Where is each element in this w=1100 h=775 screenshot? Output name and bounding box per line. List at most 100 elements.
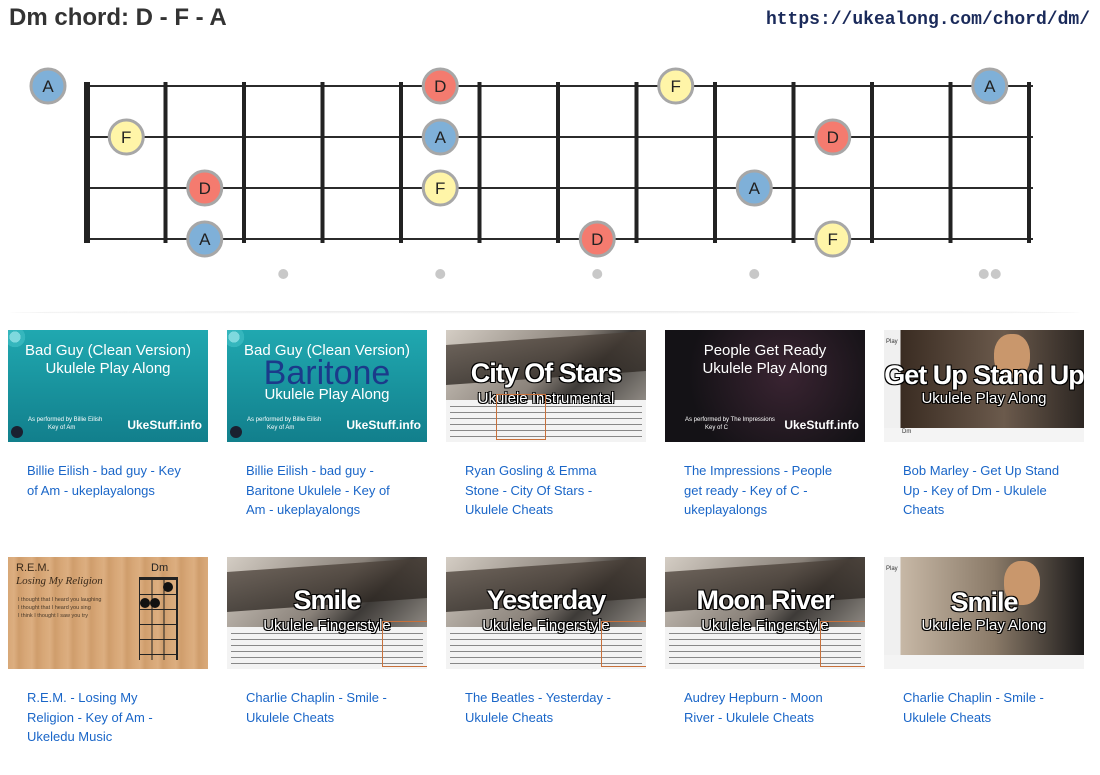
video-caption[interactable]: The Impressions - People get ready - Key… bbox=[684, 463, 833, 517]
tab-line bbox=[450, 424, 642, 425]
inlay-dot-12b bbox=[990, 269, 1001, 279]
note-D-s2-f10 bbox=[814, 118, 852, 156]
thumb-subtitle: Ukulele Play Along bbox=[921, 617, 1047, 634]
inlay-dot-3 bbox=[278, 269, 289, 279]
tab-line bbox=[450, 639, 642, 640]
tab-line bbox=[669, 663, 861, 664]
thumb-title: Bad Guy (Clean Version) bbox=[244, 342, 410, 359]
chord-diagram-icon bbox=[139, 577, 178, 660]
note-F-s3-f5 bbox=[421, 169, 459, 207]
tab-line bbox=[231, 645, 423, 646]
tab-line bbox=[450, 412, 642, 413]
inlay-dot-9 bbox=[749, 269, 760, 279]
note-A-s3-f9 bbox=[735, 169, 773, 207]
tab-line bbox=[450, 645, 642, 646]
person-head bbox=[1004, 561, 1040, 605]
note-label: F bbox=[671, 77, 681, 96]
video-caption[interactable]: R.E.M. - Losing My Religion - Key of Am … bbox=[27, 690, 153, 744]
thumb-band: R.E.M. bbox=[16, 562, 50, 574]
tab-staff bbox=[446, 400, 646, 442]
tab-staff bbox=[227, 627, 427, 669]
thumb-brand: UkeStuff.info bbox=[346, 418, 421, 432]
tab-line bbox=[231, 663, 423, 664]
tab-line bbox=[231, 639, 423, 640]
inlay-dot-5 bbox=[435, 269, 446, 279]
thumb-big-title: Moon River bbox=[696, 585, 834, 615]
page-title: Dm chord: D - F - A bbox=[9, 4, 227, 31]
thumb-big-title: City Of Stars bbox=[470, 358, 623, 388]
inlay-dot-12a bbox=[978, 269, 989, 279]
video-caption[interactable]: Charlie Chaplin - Smile - Ukulele Cheats bbox=[246, 690, 387, 725]
note-A-s2-f5 bbox=[421, 118, 459, 156]
note-label: D bbox=[827, 128, 839, 147]
note-A-s1-f0 bbox=[29, 67, 67, 105]
side-tab-strip bbox=[884, 557, 900, 657]
video-caption[interactable]: Billie Eilish - bad guy - Key of Am - uk… bbox=[27, 463, 181, 498]
note-label: D bbox=[591, 230, 603, 249]
thumb-subtitle: Ukulele Fingerstyle bbox=[263, 617, 391, 634]
thumb-subtitle: Ukulele Fingerstyle bbox=[701, 617, 829, 634]
thumb-big-title: Get Up Stand Up bbox=[884, 360, 1084, 390]
tab-highlight bbox=[601, 621, 646, 667]
lyric-line: I thought that I heard you laughing bbox=[18, 597, 102, 603]
video-caption[interactable]: Billie Eilish - bad guy - Baritone Ukule… bbox=[246, 463, 390, 517]
section-divider bbox=[10, 311, 1080, 314]
note-D-s1-f5 bbox=[421, 67, 459, 105]
note-D-s3-f2 bbox=[186, 169, 224, 207]
tab-staff bbox=[446, 627, 646, 669]
thumb-chord: Dm bbox=[902, 429, 912, 435]
video-caption[interactable]: Charlie Chaplin - Smile - Ukulele Cheats bbox=[903, 690, 1044, 725]
thumb-brand: UkeStuff.info bbox=[784, 418, 859, 432]
tab-line bbox=[450, 663, 642, 664]
note-label: D bbox=[434, 77, 446, 96]
thumb-credit: As performed by The Impressions bbox=[685, 417, 775, 423]
thumb-title: People Get Ready bbox=[703, 342, 827, 359]
note-label: A bbox=[749, 179, 761, 198]
thumb-credit: As performed by Billie Eilish bbox=[28, 417, 103, 423]
thumb-big-title: Yesterday bbox=[486, 585, 607, 615]
note-A-s1-f12 bbox=[971, 67, 1009, 105]
thumb-subtitle: Ukulele Fingerstyle bbox=[482, 617, 610, 634]
thumb-credit: As performed by Billie Eilish bbox=[247, 417, 322, 423]
thumb-subtitle: Ukulele Play Along bbox=[45, 360, 171, 377]
video-caption[interactable]: Bob Marley - Get Up Stand Up - Key of Dm… bbox=[903, 463, 1060, 517]
thumb-title: Bad Guy (Clean Version) bbox=[25, 342, 191, 359]
note-F-s4-f10 bbox=[814, 220, 852, 258]
video-thumbnail[interactable]: Bad Guy (Clean Version)Ukulele Play Alon… bbox=[8, 330, 208, 442]
tab-line bbox=[231, 651, 423, 652]
badge-icon bbox=[230, 426, 242, 438]
thumb-big-title: Smile bbox=[293, 585, 361, 615]
side-tab-strip bbox=[884, 330, 900, 430]
note-label: A bbox=[42, 77, 54, 96]
tab-line bbox=[450, 657, 642, 658]
thumb-big-title: Baritone bbox=[263, 354, 391, 392]
video-caption[interactable]: Ryan Gosling & Emma Stone - City Of Star… bbox=[465, 463, 597, 517]
tab-line bbox=[450, 418, 642, 419]
tab-highlight bbox=[382, 621, 427, 667]
thumb-subtitle: Ukulele Play Along bbox=[264, 386, 390, 403]
flower-icon bbox=[8, 330, 28, 350]
tab-line bbox=[669, 657, 861, 658]
tab-line bbox=[669, 645, 861, 646]
video-caption[interactable]: Audrey Hepburn - Moon River - Ukulele Ch… bbox=[684, 690, 823, 725]
tab-line bbox=[450, 430, 642, 431]
video-caption[interactable]: The Beatles - Yesterday - Ukulele Cheats bbox=[465, 690, 611, 725]
thumb-credit-key: Key of Am bbox=[48, 425, 76, 431]
tab-line bbox=[669, 639, 861, 640]
thumb-song: Losing My Religion bbox=[16, 575, 103, 587]
note-label: F bbox=[121, 128, 131, 147]
tab-line bbox=[669, 651, 861, 652]
thumb-subtitle: Ukulele Instrumental bbox=[477, 390, 615, 407]
finger-dot bbox=[163, 582, 173, 592]
note-label: D bbox=[199, 179, 211, 198]
page-url[interactable]: https://ukealong.com/chord/dm/ bbox=[765, 10, 1090, 30]
